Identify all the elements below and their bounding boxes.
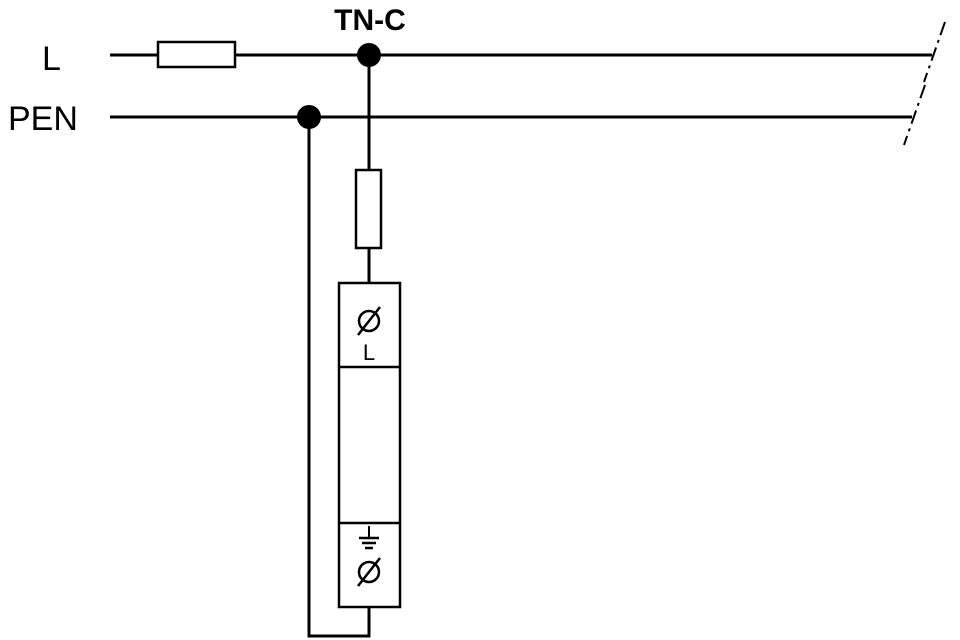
top-screw-terminal-icon (357, 306, 381, 336)
pen-junction-dot-icon (297, 105, 321, 129)
earth-ground-icon (359, 526, 379, 550)
diagram-title: TN-C (334, 4, 406, 37)
line-conductor-label: L (42, 40, 61, 78)
pen-conductor-label: PEN (8, 100, 78, 138)
surge-protective-device (337, 281, 402, 609)
branch-fuse-icon (354, 168, 383, 250)
pen-branch-wire (307, 117, 371, 638)
bottom-screw-terminal-icon (357, 557, 381, 587)
top-terminal-label: L (363, 340, 375, 365)
break-mark-icon (903, 21, 946, 146)
line-fuse-icon (156, 40, 237, 69)
line-junction-dot-icon (357, 43, 381, 67)
